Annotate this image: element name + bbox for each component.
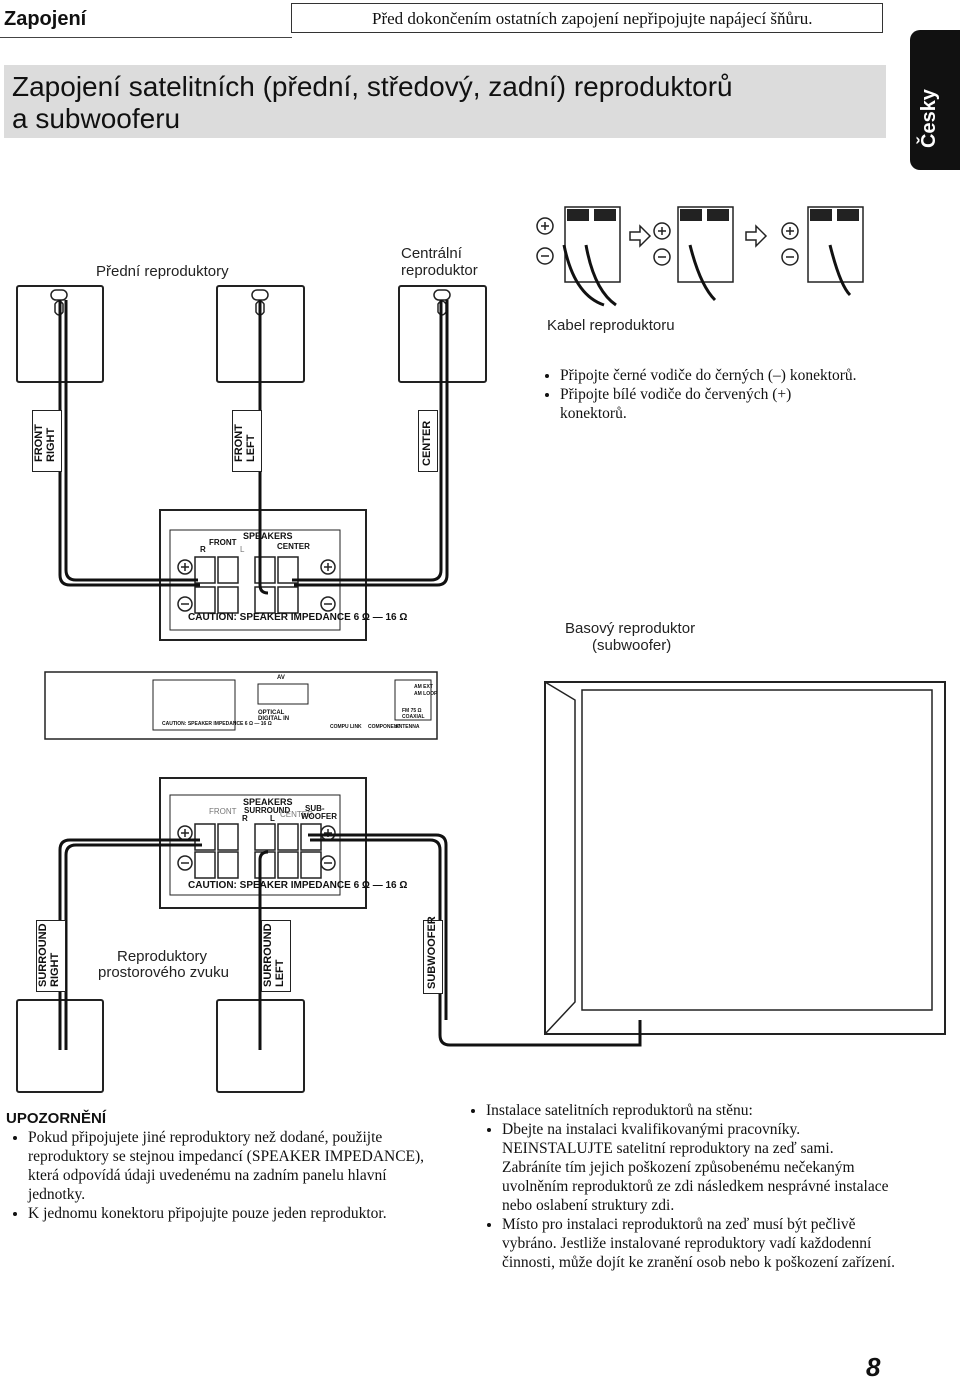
- panel-bottom-center: CENTER: [280, 810, 313, 819]
- warning-item: Pokud připojujete jiné reproduktory než …: [28, 1128, 438, 1204]
- tag-front-left: [232, 410, 262, 472]
- tag-center-text: CENTER: [421, 420, 433, 466]
- tag-subwoofer: [423, 920, 443, 994]
- main-unit-rear: [44, 671, 438, 740]
- panel-bottom-sub2: WOOFER: [301, 812, 337, 821]
- panel-top-l: L: [240, 545, 245, 554]
- tag-front-left-line1: FRONT: [233, 424, 245, 462]
- subwoofer-cabinet: [544, 681, 946, 1035]
- tag-front-right: [32, 410, 62, 472]
- power-cord-note: Před dokončením ostatních zapojení nepři…: [291, 3, 883, 33]
- unit-av: AV: [277, 675, 285, 681]
- tag-surround-right-line2: RIGHT: [49, 952, 61, 987]
- panel-top-front: FRONT: [209, 538, 237, 547]
- top-terminal-panel: [159, 509, 367, 641]
- tag-surround-left-line2: LEFT: [274, 959, 286, 988]
- unit-component: COMPONENT: [368, 724, 401, 730]
- panel-bottom-surround: SURROUND: [244, 806, 291, 815]
- surround-label-2: prostorového zvuku: [98, 964, 229, 981]
- tag-surround-left-line1: SURROUND: [262, 923, 274, 987]
- warning-list: Pokud připojujete jiné reproduktory než …: [8, 1128, 438, 1223]
- center-speaker-label-1: Centrální: [401, 245, 462, 262]
- surround-label-1: Reproduktory: [117, 948, 208, 965]
- instruction-item: Připojte bílé vodiče do červených (+) kon…: [560, 385, 900, 423]
- page-number: 8: [866, 1352, 881, 1382]
- unit-antenna: ANTENNA: [395, 724, 420, 730]
- install-heading-text: Instalace satelitních reproduktorů na st…: [486, 1102, 753, 1119]
- unit-caution: CAUTION: SPEAKER IMPEDANCE 6 Ω — 16 Ω: [162, 721, 272, 727]
- install-list: Instalace satelitních reproduktorů na st…: [466, 1101, 896, 1272]
- instruction-text-cont: konektorů.: [560, 405, 627, 422]
- subwoofer-label-1: Basový reproduktor: [565, 620, 696, 637]
- install-heading: Instalace satelitních reproduktorů na st…: [486, 1101, 896, 1272]
- cable-label: Kabel reproduktoru: [547, 317, 675, 334]
- bottom-terminal-panel: [159, 777, 367, 909]
- section-title: Zapojení: [4, 8, 87, 30]
- center-speaker-label-2: reproduktor: [401, 262, 478, 279]
- panel-bottom-speakers: SPEAKERS: [243, 797, 293, 807]
- tag-surround-right-line1: SURROUND: [37, 923, 49, 987]
- panel-bottom-caution: CAUTION: SPEAKER IMPEDANCE 6 Ω — 16 Ω: [188, 880, 408, 891]
- panel-bottom-r: R: [242, 814, 248, 823]
- unit-am-ext: AM EXT: [414, 684, 433, 690]
- tag-front-left-line2: LEFT: [245, 434, 257, 463]
- page-title-line-2: a subwooferu: [12, 103, 181, 134]
- tag-surround-right: [36, 920, 66, 992]
- title-background: [4, 65, 886, 138]
- unit-coaxial: COAXIAL: [402, 714, 425, 720]
- unit-optical: OPTICAL: [258, 710, 285, 716]
- language-tab: [910, 30, 960, 170]
- cable-connection-steps: [536, 206, 864, 283]
- subwoofer-label-2: (subwoofer): [592, 637, 672, 654]
- instruction-item: Připojte černé vodiče do černých (–) kon…: [560, 366, 900, 385]
- panel-bottom-front: FRONT: [209, 807, 237, 816]
- panel-bottom-sub1: SUB-: [305, 804, 325, 813]
- tag-front-right-line1: FRONT: [33, 424, 45, 462]
- tag-subwoofer-text: SUBWOOFER: [426, 916, 438, 989]
- panel-bottom-l: L: [270, 814, 275, 823]
- panel-top-r: R: [200, 545, 206, 554]
- install-item: Místo pro instalaci reproduktorů na zeď …: [502, 1215, 896, 1272]
- tag-center: [418, 410, 438, 472]
- unit-compu-link: COMPU LINK: [330, 724, 362, 730]
- panel-top-caution: CAUTION: SPEAKER IMPEDANCE 6 Ω — 16 Ω: [188, 612, 408, 623]
- instruction-list: Připojte černé vodiče do černých (–) kon…: [540, 366, 900, 423]
- panel-top-speakers: SPEAKERS: [243, 531, 293, 541]
- unit-am-loop: AM LOOP: [414, 691, 438, 697]
- install-item: Dbejte na instalaci kvalifikovanými prac…: [502, 1120, 896, 1215]
- warning-item: K jednomu konektoru připojujte pouze jed…: [28, 1204, 438, 1223]
- warning-title: UPOZORNĚNÍ: [6, 1110, 107, 1127]
- unit-fm: FM 75 Ω: [402, 708, 422, 714]
- instruction-text: Připojte bílé vodiče do červených (+): [560, 386, 792, 403]
- page-title-line-1: Zapojení satelitních (přední, středový, …: [12, 71, 733, 102]
- front-speakers-label: Přední reproduktory: [96, 263, 229, 280]
- panel-top-center: CENTER: [277, 542, 310, 551]
- tag-surround-left: [261, 920, 291, 992]
- tag-front-right-line2: RIGHT: [45, 427, 57, 462]
- unit-digital-in: DIGITAL IN: [258, 716, 290, 722]
- header-rule: [0, 37, 292, 38]
